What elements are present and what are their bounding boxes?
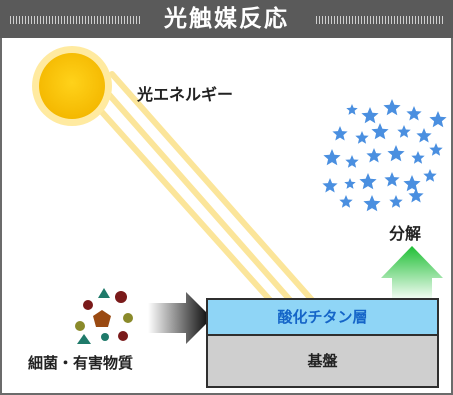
substrate-label: 基盤 xyxy=(307,352,338,370)
header-stripes-left xyxy=(10,16,140,24)
titanium-oxide-label: 酸化チタン層 xyxy=(277,308,368,326)
contact-arrow-icon xyxy=(148,292,212,344)
star-particle-icon xyxy=(361,107,379,124)
substrate-layer: 基盤 xyxy=(206,336,439,388)
star-particle-icon xyxy=(346,104,358,115)
particle-dot xyxy=(83,300,93,310)
star-particle-icon xyxy=(411,151,425,164)
particle-dot xyxy=(123,313,133,323)
star-particle-icon xyxy=(383,99,401,116)
light-beam xyxy=(95,79,293,303)
light-beams xyxy=(81,71,315,303)
decomposed-particles xyxy=(322,99,447,212)
particle-pentagon xyxy=(93,310,111,327)
star-particle-icon xyxy=(429,143,443,156)
star-particle-icon xyxy=(406,106,422,121)
star-particle-icon xyxy=(416,128,432,143)
light-beam xyxy=(109,71,315,303)
star-particle-icon xyxy=(371,123,389,140)
star-particle-icon xyxy=(389,195,403,208)
particle-dot xyxy=(101,333,109,341)
star-particle-icon xyxy=(345,155,359,168)
header-bar: 光触媒反応 xyxy=(0,0,453,38)
bacteria-particles xyxy=(75,288,133,344)
star-particle-icon xyxy=(397,125,411,138)
star-particle-icon xyxy=(423,169,437,182)
bacteria-label: 細菌・有害物質 xyxy=(28,354,134,372)
star-particle-icon xyxy=(339,195,353,208)
star-particle-icon xyxy=(366,148,382,163)
particle-triangle xyxy=(98,288,110,298)
sun-icon xyxy=(39,53,105,119)
light-energy-label: 光エネルギー xyxy=(137,85,234,104)
star-particle-icon xyxy=(332,126,348,141)
decomposition-arrow-icon xyxy=(381,246,443,302)
star-particle-icon xyxy=(322,178,338,193)
particle-triangle xyxy=(77,334,91,344)
star-particle-icon xyxy=(403,175,421,192)
star-particle-icon xyxy=(359,173,377,190)
star-particle-icon xyxy=(408,188,424,203)
particle-dot xyxy=(118,331,128,341)
star-particle-icon xyxy=(429,111,447,128)
light-beam xyxy=(81,89,273,303)
page-title: 光触媒反応 xyxy=(164,6,289,32)
star-particle-icon xyxy=(344,178,356,189)
decomposition-label: 分解 xyxy=(389,224,422,243)
star-particle-icon xyxy=(384,172,400,187)
particle-dot xyxy=(115,291,127,303)
star-particle-icon xyxy=(387,145,405,162)
star-particle-icon xyxy=(355,131,369,144)
star-particle-icon xyxy=(363,195,381,212)
header-stripes-right xyxy=(316,16,444,24)
particle-dot xyxy=(75,321,85,331)
titanium-oxide-layer: 酸化チタン層 xyxy=(206,298,439,336)
star-particle-icon xyxy=(323,149,341,166)
